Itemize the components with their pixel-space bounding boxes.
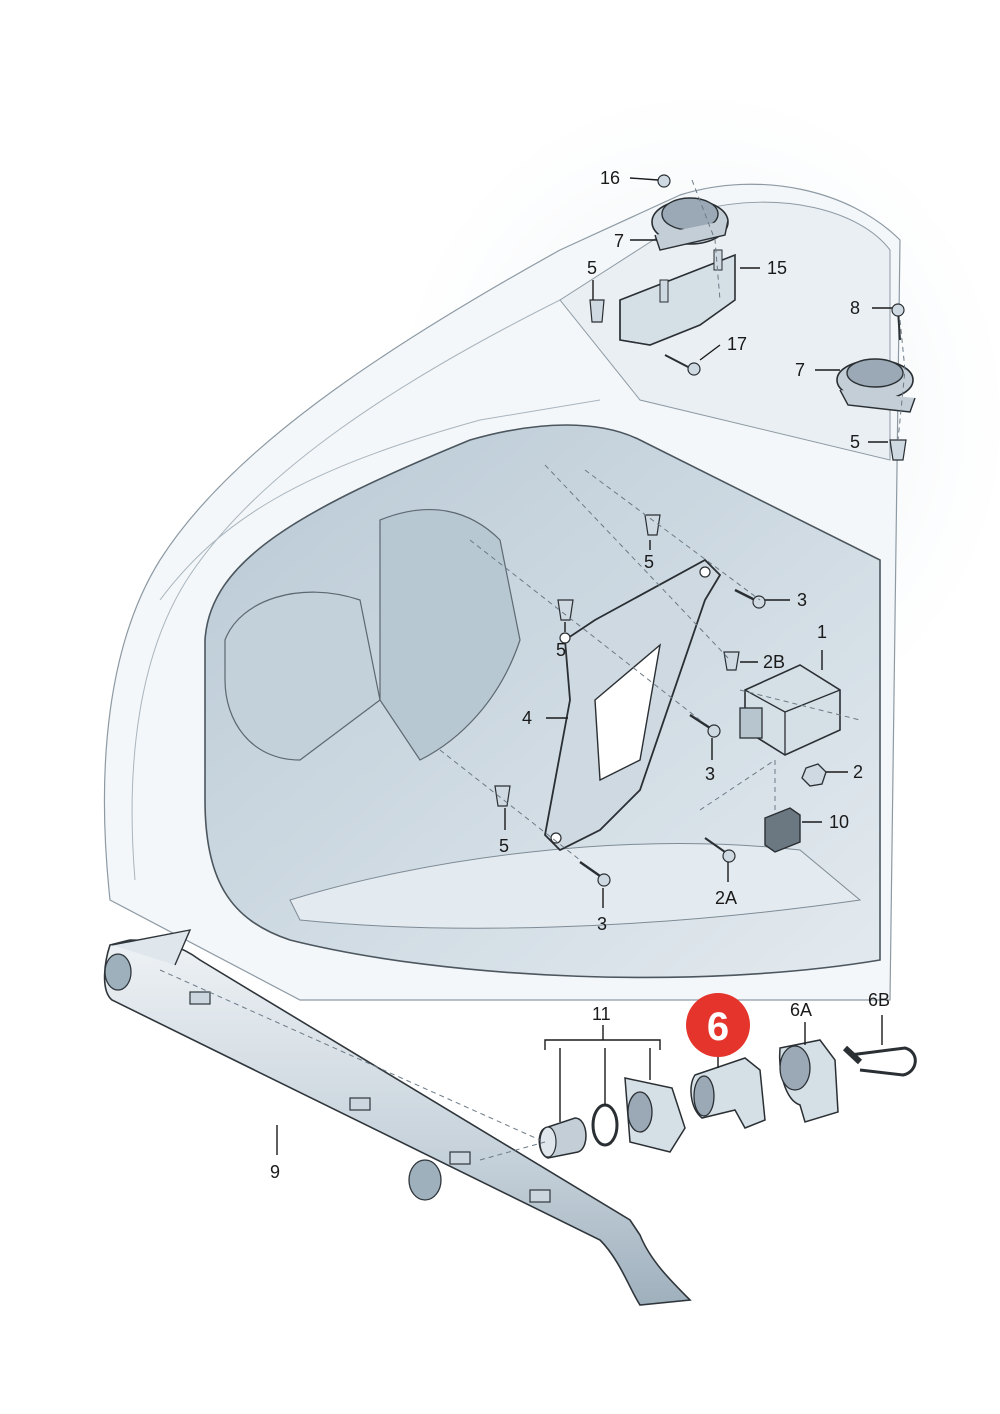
- svg-text:6B: 6B: [868, 990, 890, 1010]
- svg-text:8: 8: [850, 298, 860, 318]
- svg-text:15: 15: [767, 258, 787, 278]
- svg-text:11: 11: [592, 1004, 611, 1024]
- connector-housing: [764, 807, 801, 853]
- svg-text:17: 17: [727, 334, 747, 354]
- svg-text:3: 3: [597, 914, 607, 934]
- svg-text:5: 5: [556, 640, 566, 660]
- callout-17: 17: [727, 334, 747, 354]
- mounting-bracket: [544, 558, 722, 852]
- callout-16: 16: [600, 168, 620, 188]
- svg-text:1: 1: [817, 622, 827, 642]
- callout-7-upper: 7: [614, 231, 624, 251]
- callout-2a: 2A: [715, 888, 737, 908]
- sensor-upper-assembly: [619, 174, 736, 376]
- callout-5-upper: 5: [587, 258, 597, 278]
- leader-lines: [276, 177, 892, 1155]
- nut: [801, 763, 827, 787]
- trunk-cavity: [204, 424, 881, 979]
- svg-text:2A: 2A: [715, 888, 737, 908]
- sensor-bumper-parts: [538, 1039, 917, 1159]
- callout-6b: 6B: [868, 990, 890, 1010]
- svg-text:10: 10: [829, 812, 849, 832]
- svg-text:9: 9: [270, 1162, 280, 1182]
- callout-9: 9: [270, 1162, 280, 1182]
- callout-1: 1: [817, 622, 827, 642]
- callout-3-mid: 3: [705, 764, 715, 784]
- callout-2b: 2B: [763, 652, 785, 672]
- svg-text:7: 7: [614, 231, 624, 251]
- assembly-guide-lines: [159, 179, 906, 1161]
- callout-labels: 16 7 15 5 17 8 7 5 5 3 1 5 2B 4 3 2 10 5…: [270, 168, 890, 1182]
- svg-text:3: 3: [797, 590, 807, 610]
- callout-6a: 6A: [790, 1000, 812, 1020]
- callout-3-upper: 3: [797, 590, 807, 610]
- svg-text:5: 5: [644, 552, 654, 572]
- svg-text:6A: 6A: [790, 1000, 812, 1020]
- callout-5-side: 5: [850, 432, 860, 452]
- callout-5-mid: 5: [644, 552, 654, 572]
- svg-text:5: 5: [499, 836, 509, 856]
- highlight-badge-6[interactable]: 6: [686, 993, 750, 1057]
- svg-text:7: 7: [795, 360, 805, 380]
- svg-text:2: 2: [853, 762, 863, 782]
- rear-body-shell: [103, 183, 901, 1001]
- svg-text:4: 4: [522, 708, 532, 728]
- svg-text:5: 5: [850, 432, 860, 452]
- bumper-carrier: [103, 929, 692, 1306]
- callout-8: 8: [850, 298, 860, 318]
- clips-and-screws: [494, 299, 766, 887]
- svg-text:5: 5: [587, 258, 597, 278]
- callout-10: 10: [829, 812, 849, 832]
- sensor-side-assembly: [836, 303, 916, 461]
- highlight-label: 6: [707, 1005, 729, 1049]
- callout-5-bracket: 5: [556, 640, 566, 660]
- callout-4: 4: [522, 708, 532, 728]
- svg-text:2B: 2B: [763, 652, 785, 672]
- svg-text:16: 16: [600, 168, 620, 188]
- callout-15: 15: [767, 258, 787, 278]
- callout-3-lower: 3: [597, 914, 607, 934]
- svg-text:3: 3: [705, 764, 715, 784]
- callout-5-lower: 5: [499, 836, 509, 856]
- callout-11: 11: [592, 1004, 611, 1024]
- callout-2: 2: [853, 762, 863, 782]
- callout-7-side: 7: [795, 360, 805, 380]
- control-unit: [739, 664, 841, 756]
